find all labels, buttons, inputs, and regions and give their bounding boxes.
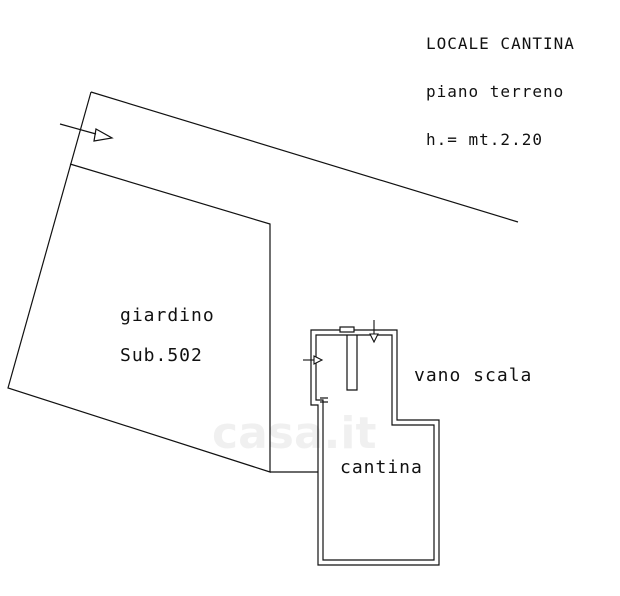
stair-arrows <box>303 320 379 365</box>
stair-label: vano scala <box>414 365 533 386</box>
cellar-walls <box>310 326 440 566</box>
garden-boundary <box>90 91 519 223</box>
plan-title: LOCALE CANTINA <box>426 34 575 53</box>
cellar-label: cantina <box>340 457 423 478</box>
garden-sub-label: Sub.502 <box>120 345 203 366</box>
garden-label: giardino <box>120 305 215 326</box>
entrance-arrow <box>59 123 114 142</box>
height-label: h.= mt.2.20 <box>426 130 543 149</box>
watermark-logo: casa.it <box>212 408 377 459</box>
floor-label: piano terreno <box>426 82 565 101</box>
